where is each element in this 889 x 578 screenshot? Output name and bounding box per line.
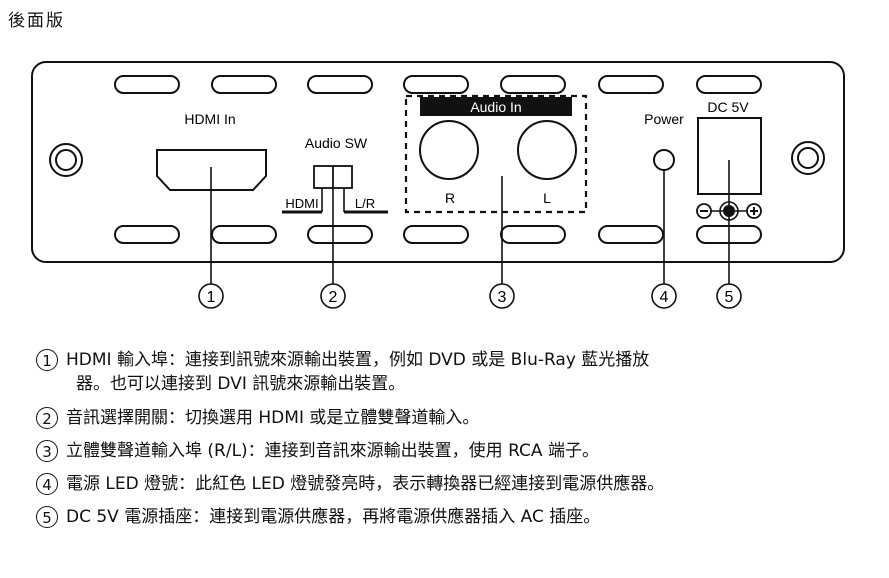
description-number: 2 [36,407,58,429]
svg-text:1: 1 [207,289,216,306]
switch-hdmi-label: HDMI [285,196,318,211]
panel-outline [31,61,845,263]
callout-1: 1 [198,283,224,309]
left-screw [49,143,83,177]
description-number: 3 [36,440,58,462]
audio-in-frame [404,94,588,214]
hdmi-port [156,149,267,191]
audio-in-label: Audio In [470,99,521,115]
description-number: 1 [36,349,58,371]
description-number: 4 [36,473,58,495]
svg-text:3: 3 [498,289,507,306]
dc-plus-symbol [746,203,762,219]
description-3: 3 立體雙聲道輸入埠 (R/L)：連接到音訊來源輸出裝置，使用 RCA 端子。 [36,439,599,463]
audio-in-banner [420,97,572,116]
description-number: 5 [36,506,58,528]
audio-r-jack [419,120,479,180]
description-text: DC 5V 電源插座：連接到電源供應器，再將電源供應器插入 AC 插座。 [66,507,601,527]
description-text: HDMI 輸入埠：連接到訊號來源輸出裝置，例如 DVD 或是 Blu-Ray 藍… [66,350,650,370]
description-continuation: 器。也可以連接到 DVI 訊號來源輸出裝置。 [76,374,406,394]
description-5: 5 DC 5V 電源插座：連接到電源供應器，再將電源供應器插入 AC 插座。 [36,505,600,529]
callout-4: 4 [651,283,677,309]
svg-text:4: 4 [660,289,669,306]
audio-l-jack [517,120,577,180]
callout-2: 2 [320,283,346,309]
power-led [653,149,675,171]
hdmi-in-label: HDMI In [184,111,235,127]
dc-center-symbol [723,205,735,217]
description-1: 1 HDMI 輸入埠：連接到訊號來源輸出裝置，例如 DVD 或是 Blu-Ray … [36,348,649,396]
audio-sw-label: Audio SW [305,135,368,151]
svg-text:5: 5 [725,289,734,306]
audio-r-label: R [445,190,455,206]
callout-3: 3 [489,283,515,309]
description-text: 音訊選擇開關：切換選用 HDMI 或是立體雙聲道輸入。 [66,408,480,428]
description-text: 立體雙聲道輸入埠 (R/L)：連接到音訊來源輸出裝置，使用 RCA 端子。 [66,441,599,461]
audio-l-label: L [543,190,551,206]
description-text: 電源 LED 燈號：此紅色 LED 燈號發亮時，表示轉換器已經連接到電源供應器。 [66,474,665,494]
description-2: 2 音訊選擇開關：切換選用 HDMI 或是立體雙聲道輸入。 [36,406,479,430]
callout-5: 5 [716,283,742,309]
svg-text:2: 2 [329,289,338,306]
dc-label: DC 5V [707,99,749,115]
bottom-vents [114,225,762,244]
top-vents [114,75,762,94]
page-heading: 後面版 [8,11,65,31]
description-4: 4 電源 LED 燈號：此紅色 LED 燈號發亮時，表示轉換器已經連接到電源供應器… [36,472,664,496]
right-screw [791,141,825,175]
switch-lr-label: L/R [355,196,375,211]
power-label: Power [644,111,684,127]
rear-panel-diagram: HDMI In Audio SW HDMI L/R Audio In R L P… [31,61,845,309]
